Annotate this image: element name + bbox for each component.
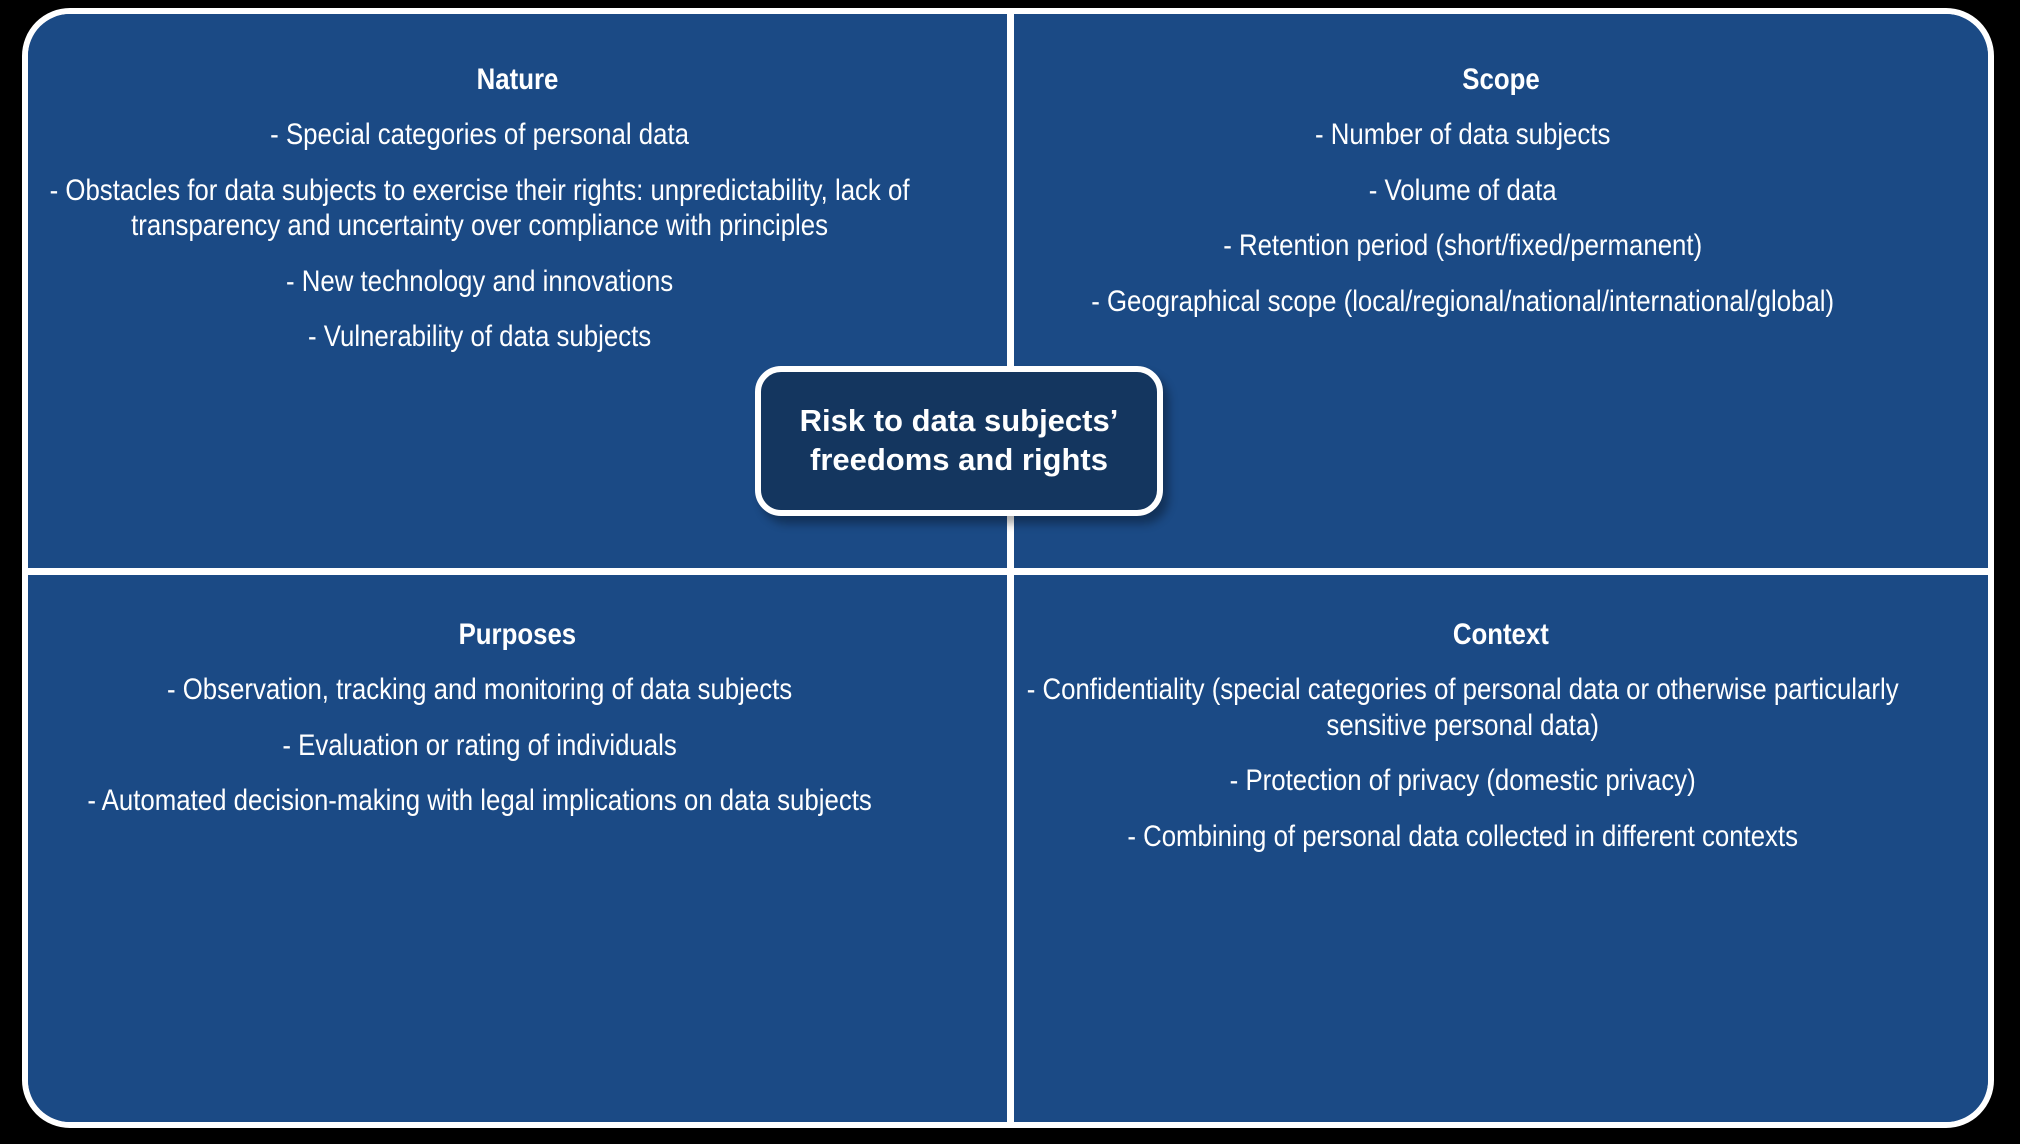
quadrant-scope-item-1: - Number of data subjects xyxy=(1315,118,1611,152)
quadrant-purposes-item-1: - Observation, tracking and monitoring o… xyxy=(166,673,793,707)
quadrant-nature: Nature - Special categories of personal … xyxy=(28,14,1007,568)
quadrant-scope-title: Scope xyxy=(1462,63,1540,96)
quadrant-container: Nature - Special categories of personal … xyxy=(22,8,1994,1128)
quadrant-purposes-title: Purposes xyxy=(458,618,577,651)
center-hub-label: Risk to data subjects’ freedoms and righ… xyxy=(799,403,1119,477)
quadrant-context-item-3: - Combining of personal data collected i… xyxy=(1127,819,1799,853)
quadrant-scope-item-3: - Retention period (short/fixed/permanen… xyxy=(1223,229,1703,263)
quadrant-scope-item-4: - Geographical scope (local/regional/nat… xyxy=(1091,284,1835,318)
quadrant-nature-item-1: - Special categories of personal data xyxy=(270,118,689,152)
quadrant-nature-title: Nature xyxy=(476,63,559,96)
horizontal-divider xyxy=(28,568,1988,575)
quadrant-context-title: Context xyxy=(1452,618,1550,651)
quadrant-context-item-2: - Protection of privacy (domestic privac… xyxy=(1230,764,1697,798)
quadrant-context: Context - Confidentiality (special categ… xyxy=(1014,575,1988,1122)
center-hub-box: Risk to data subjects’ freedoms and righ… xyxy=(755,366,1163,516)
quadrant-nature-item-3: - New technology and innovations xyxy=(285,264,674,298)
quadrant-scope: Scope - Number of data subjects - Volume… xyxy=(1014,14,1988,568)
quadrant-purposes-item-2: - Evaluation or rating of individuals xyxy=(282,728,677,762)
quadrant-scope-item-2: - Volume of data xyxy=(1369,173,1558,207)
quadrant-context-item-1: - Confidentiality (special categories of… xyxy=(1027,673,1900,742)
quadrant-nature-item-2: - Obstacles for data subjects to exercis… xyxy=(49,173,910,243)
quadrant-purposes: Purposes - Observation, tracking and mon… xyxy=(28,575,1007,1122)
quadrant-nature-item-4: - Vulnerability of data subjects xyxy=(307,319,652,353)
quadrant-purposes-item-3: - Automated decision-making with legal i… xyxy=(87,784,872,818)
